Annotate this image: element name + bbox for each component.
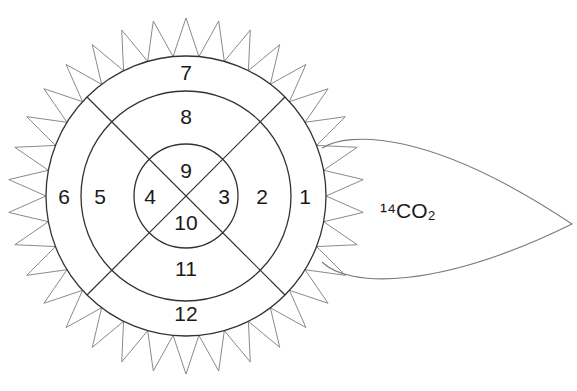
petal: [148, 21, 173, 61]
petal: [9, 196, 49, 222]
petal: [173, 18, 199, 57]
gas-label: ¹⁴CO₂: [380, 200, 436, 221]
region-number: 8: [180, 106, 192, 127]
region-number: 1: [299, 186, 311, 207]
leaf-edge: [322, 139, 572, 279]
petal: [324, 170, 364, 196]
petal: [173, 335, 199, 374]
region-number: 12: [174, 303, 197, 324]
region-number: 7: [180, 62, 192, 83]
region-number: 3: [218, 186, 230, 207]
sector-divider: [87, 97, 285, 295]
petal: [324, 196, 364, 222]
petal-ring: [9, 18, 363, 374]
outer-ring: [46, 56, 326, 336]
region-number: 11: [175, 258, 197, 279]
region-number: 5: [94, 186, 106, 207]
leaf-outline: [318, 128, 574, 292]
region-number: 9: [180, 160, 192, 181]
region-number: 10: [174, 212, 197, 233]
region-number: 6: [58, 186, 70, 207]
middle-ring: [81, 91, 291, 301]
petal: [199, 21, 224, 61]
petal: [9, 170, 49, 196]
region-number: 4: [144, 186, 156, 207]
leaf-shape: ¹⁴CO₂: [318, 128, 574, 292]
petal: [148, 331, 173, 371]
region-number: 2: [256, 186, 268, 207]
petal: [199, 331, 224, 371]
sector-divider: [87, 97, 285, 295]
